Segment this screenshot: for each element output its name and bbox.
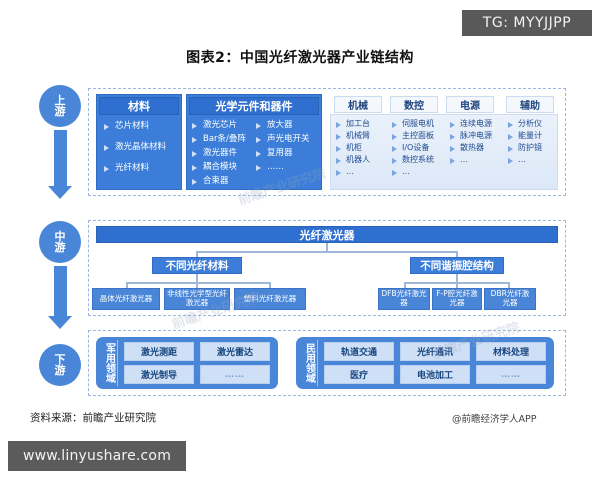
downstream-panel bbox=[88, 330, 566, 396]
connector-b1-stem bbox=[196, 274, 198, 282]
list-item: 声光电开关 bbox=[256, 134, 320, 144]
telegram-tag-badge: TG: MYYJJPP bbox=[462, 10, 592, 36]
list-item: … bbox=[336, 167, 388, 177]
connector-b1-leaf3 bbox=[269, 282, 271, 289]
app-box-laser-radar: 激光雷达 bbox=[200, 342, 270, 361]
app-box-battery-processing: 电池加工 bbox=[400, 365, 470, 384]
page-title: 图表2：中国光纤激光器产业链结构 bbox=[186, 50, 414, 66]
list-item: 光纤材料 bbox=[104, 163, 180, 173]
list-item: 主控面板 bbox=[392, 131, 448, 141]
upstream-materials-header: 材料 bbox=[99, 97, 179, 115]
app-box-laser-guidance: 激光制导 bbox=[124, 365, 194, 384]
arrow-midstream-head bbox=[48, 316, 72, 329]
connector-b1-leaf1 bbox=[126, 282, 128, 289]
midstream-leaf-dfb-fiber-laser: DFB光纤激光器 bbox=[378, 288, 430, 310]
upstream-light-panel bbox=[330, 114, 558, 190]
list-item: 能量计 bbox=[508, 131, 556, 141]
source-note: 资料来源：前瞻产业研究院 bbox=[30, 412, 156, 424]
app-box-civil-more: …… bbox=[476, 365, 546, 384]
arrow-upstream-head bbox=[48, 186, 72, 199]
midstream-panel bbox=[88, 220, 566, 316]
upstream-header-cnc: 数控 bbox=[390, 96, 438, 113]
connector-root-bus bbox=[196, 251, 457, 253]
midstream-branch-fiber-material: 不同光纤材料 bbox=[152, 257, 242, 274]
list-item: 复用器 bbox=[256, 148, 320, 158]
stage-badge-upstream: 上 游 bbox=[40, 86, 80, 126]
upstream-list-power: 连续电源 脉冲电源 散热器 … bbox=[450, 119, 506, 168]
list-item: 散热器 bbox=[450, 143, 506, 153]
upstream-header-machinery: 机械 bbox=[334, 96, 382, 113]
list-item: 防护镜 bbox=[508, 143, 556, 153]
list-item: 激光芯片 bbox=[192, 121, 258, 130]
list-item: 机器人 bbox=[336, 155, 388, 165]
list-item: I/O设备 bbox=[392, 143, 448, 153]
stage-downstream-line1: 下 bbox=[54, 352, 66, 366]
list-item: 机柜 bbox=[336, 143, 388, 153]
list-item: … bbox=[450, 155, 506, 165]
connector-b1-leaf2 bbox=[196, 282, 198, 289]
stage-upstream-line2: 游 bbox=[54, 105, 66, 118]
stage-badge-downstream: 下 游 bbox=[40, 345, 80, 385]
list-item: 伺服电机 bbox=[392, 119, 448, 129]
list-item: 分析仪 bbox=[508, 119, 556, 129]
connector-branch2-drop bbox=[456, 251, 458, 259]
connector-b2-leaf1 bbox=[404, 282, 406, 289]
connector-b2-stem bbox=[456, 274, 458, 282]
list-item: 芯片材料 bbox=[104, 122, 180, 131]
midstream-leaf-plastic-fiber-laser: 塑料光纤激光器 bbox=[234, 288, 306, 310]
midstream-leaf-fp-cavity-fiber-laser: F-P腔光纤激光器 bbox=[432, 288, 482, 310]
downstream-label-military: 军用领域 bbox=[100, 340, 118, 386]
upstream-materials-list: 芯片材料 激光晶体材料 光纤材料 bbox=[104, 122, 180, 178]
connector-branch1-drop bbox=[196, 251, 198, 259]
midstream-leaf-crystal-fiber-laser: 晶体光纤激光器 bbox=[92, 288, 160, 310]
midstream-branch-cavity-structure: 不同谐振腔结构 bbox=[410, 257, 504, 274]
upstream-optics-list-col1: 激光芯片 Bar条/叠阵 激光器件 耦合模块 合束器 bbox=[192, 121, 258, 191]
list-item: Bar条/叠阵 bbox=[192, 134, 258, 144]
attribution-note: @前瞻经济学人APP bbox=[452, 414, 537, 425]
upstream-list-machinery: 加工台 机械臂 机柜 机器人 … bbox=[336, 119, 388, 180]
arrow-midstream-shaft bbox=[53, 266, 67, 318]
list-item: 激光器件 bbox=[192, 148, 258, 158]
stage-midstream-line1: 中 bbox=[54, 229, 66, 243]
stage-badge-midstream: 中 游 bbox=[40, 222, 80, 262]
upstream-list-auxiliary: 分析仪 能量计 防护镜 … bbox=[508, 119, 556, 168]
list-item: 数控系统 bbox=[392, 155, 448, 165]
upstream-header-power: 电源 bbox=[446, 96, 494, 113]
midstream-leaf-nonlinear-optical-fiber-laser: 非线性光学型光纤激光器 bbox=[164, 288, 230, 310]
list-item: … bbox=[508, 155, 556, 165]
app-box-medical: 医疗 bbox=[324, 365, 394, 384]
stage-midstream-line2: 游 bbox=[54, 241, 66, 254]
list-item: 脉冲电源 bbox=[450, 131, 506, 141]
upstream-optics-header: 光学元件和器件 bbox=[189, 97, 319, 115]
list-item: 放大器 bbox=[256, 121, 320, 130]
upstream-header-auxiliary: 辅助 bbox=[506, 96, 554, 113]
downstream-label-civil: 民用领域 bbox=[300, 340, 318, 386]
connector-root-stem bbox=[326, 243, 328, 252]
arrow-upstream-shaft bbox=[53, 130, 67, 188]
app-box-military-more: …… bbox=[200, 365, 270, 384]
app-box-material-processing: 材料处理 bbox=[476, 342, 546, 361]
stage-upstream-line1: 上 bbox=[54, 93, 66, 107]
upstream-list-cnc: 伺服电机 主控面板 I/O设备 数控系统 … bbox=[392, 119, 448, 180]
list-item: …… bbox=[256, 162, 320, 172]
upstream-optics-list-col2: 放大器 声光电开关 复用器 …… bbox=[256, 121, 320, 177]
midstream-root-bar: 光纤激光器 bbox=[96, 226, 558, 243]
list-item: … bbox=[392, 167, 448, 177]
connector-b1-bus bbox=[126, 282, 270, 284]
upstream-panel bbox=[88, 88, 566, 196]
site-watermark-badge: www.linyushare.com bbox=[8, 441, 186, 471]
stage-downstream-line2: 游 bbox=[54, 364, 66, 377]
list-item: 加工台 bbox=[336, 119, 388, 129]
connector-b2-leaf2 bbox=[456, 282, 458, 289]
app-box-fiber-communication: 光纤通讯 bbox=[400, 342, 470, 361]
list-item: 连续电源 bbox=[450, 119, 506, 129]
app-box-rail-transit: 轨道交通 bbox=[324, 342, 394, 361]
app-box-laser-ranging: 激光测距 bbox=[124, 342, 194, 361]
list-item: 耦合模块 bbox=[192, 162, 258, 172]
list-item: 机械臂 bbox=[336, 131, 388, 141]
list-item: 激光晶体材料 bbox=[104, 142, 180, 152]
connector-b2-leaf3 bbox=[508, 282, 510, 289]
midstream-leaf-dbr-fiber-laser: DBR光纤激光器 bbox=[484, 288, 536, 310]
list-item: 合束器 bbox=[192, 176, 258, 186]
